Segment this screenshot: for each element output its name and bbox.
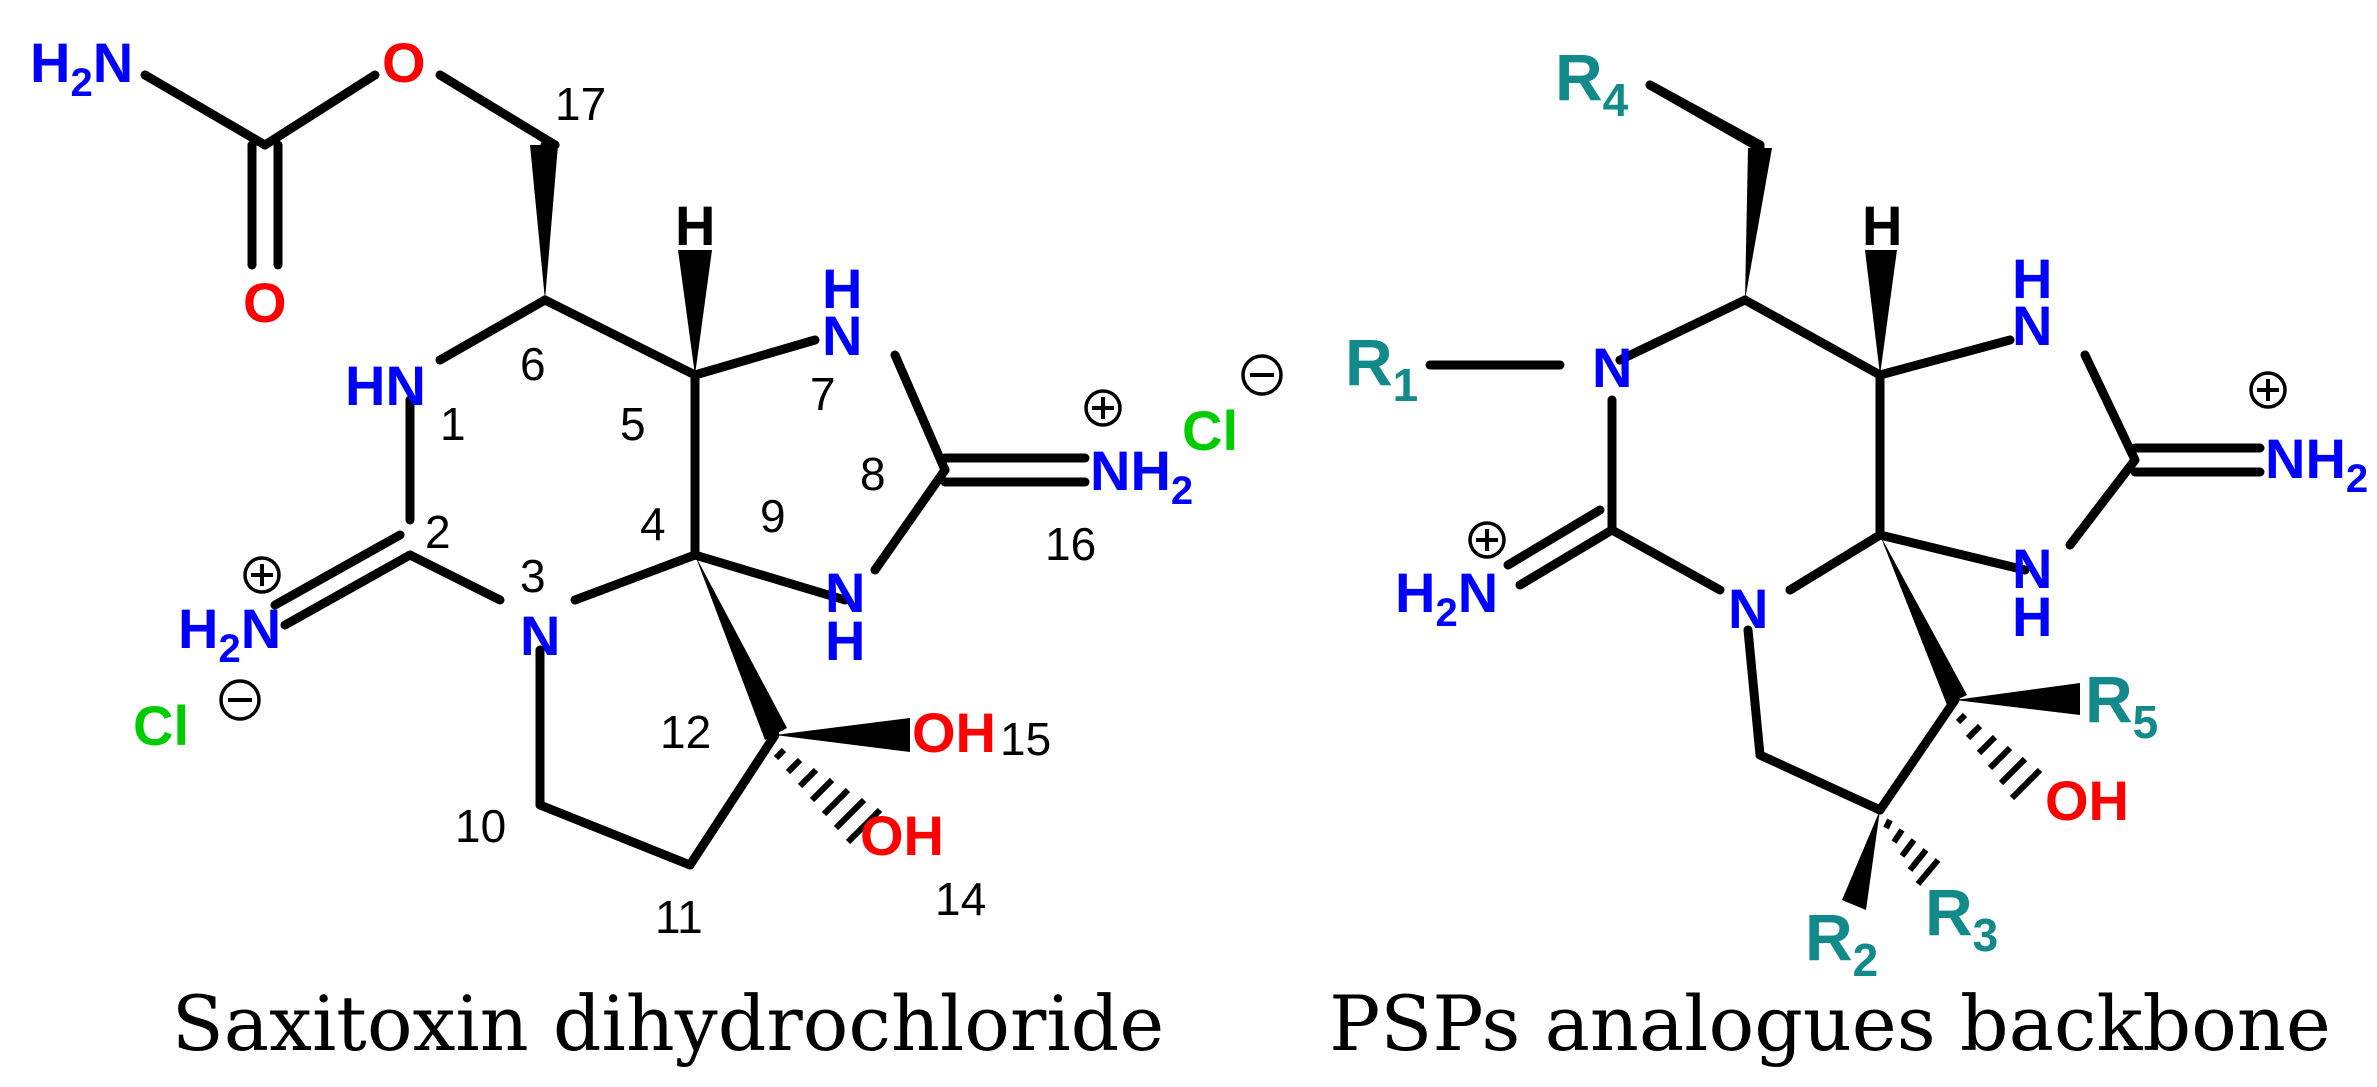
atom-number: 17 [555,78,606,130]
h2n-amide-label: H2N [30,31,133,105]
oh-label: OH [2045,769,2129,832]
hn1-label: HN [345,354,426,417]
h2n-iminium-left-label: H2N [178,597,281,671]
wedge-bond-r2 [1842,810,1880,910]
atom-number: 1 [440,398,466,450]
psp-bonds [1425,80,2265,815]
saxitoxin-structure: H2N O O HN H N H N H N NH2 H2N OH OH Cl … [30,31,1283,1068]
nh2-iminium-right-label: NH2 [2265,427,2368,501]
atom-number: 2 [425,506,451,558]
n1-label: N [1592,336,1632,399]
nh7-h-label: H [2012,247,2052,310]
atom-number: 10 [455,800,506,852]
positive-charge-icon [2249,371,2287,409]
wedge-bond-c12 [1880,535,1967,705]
atom-numbering: 17 6 5 1 7 8 2 3 4 9 16 12 15 10 11 14 [425,78,1096,943]
nh7-h-label: H [822,257,862,320]
psp-backbone-structure: R4 R1 N H H N NH2 H2N N N H R5 OH R2 R3 … [1329,40,2368,1068]
atom-number: 5 [620,398,646,450]
atom-number: 15 [1000,713,1051,765]
nh2-iminium-right-label: NH2 [1090,439,1193,513]
wedge-bond-c17 [530,145,558,300]
nh9-label: N [825,561,865,624]
r3-label: R3 [1925,875,1998,961]
nh7-label: N [2012,294,2052,357]
h5-label: H [675,194,715,257]
negative-charge-icon [219,679,261,721]
ester-oxygen-label: O [382,31,426,94]
nh9-h-label: H [825,609,865,672]
nh7-label: N [822,304,862,367]
wedge-bond-h5 [1865,250,1897,375]
atom-number: 11 [655,891,703,943]
positive-charge-icon [1468,521,1506,559]
r1-label: R1 [1345,325,1418,411]
wedge-bond-r4 [1745,148,1772,300]
psp-backbone-caption: PSPs analogues backbone [1329,979,2331,1068]
positive-charge-icon [243,556,281,594]
atom-number: 3 [520,550,546,602]
hash-bond-oh [1955,712,2043,801]
wedge-bond-r5 [1955,683,2080,715]
atom-number: 12 [660,706,711,758]
hash-bond-r3 [1883,818,1941,886]
positive-charge-icon [1084,389,1122,427]
chloride-left-label: Cl [133,694,189,757]
nh9-label: N [2012,537,2052,600]
atom-number: 16 [1045,518,1096,570]
atom-number: 9 [760,490,786,542]
h5-label: H [1862,194,1902,257]
n3-label: N [520,604,560,667]
saxitoxin-bonds [140,70,1090,870]
atom-number: 7 [810,368,836,420]
n3-label: N [1728,577,1768,640]
hash-bond-oh14 [773,747,883,845]
r5-label: R5 [2085,662,2158,748]
atom-number: 4 [640,498,666,550]
r2-label: R2 [1805,900,1878,986]
atom-number: 14 [935,873,986,925]
chloride-right-label: Cl [1182,399,1238,462]
wedge-bond-oh15 [775,718,910,752]
atom-number: 6 [520,338,546,390]
r4-label: R4 [1555,40,1629,126]
atom-number: 8 [860,448,886,500]
h2n-iminium-left-label: H2N [1395,561,1498,635]
oh15-label: OH [912,701,996,764]
carbonyl-oxygen-label: O [243,271,287,334]
wedge-bond-h5 [678,250,712,375]
wedge-bond-c12 [695,555,787,740]
oh14-label: OH [860,804,944,867]
negative-charge-icon [1241,354,1283,396]
saxitoxin-caption: Saxitoxin dihydrochloride [172,979,1165,1068]
nh9-h-label: H [2012,585,2052,648]
